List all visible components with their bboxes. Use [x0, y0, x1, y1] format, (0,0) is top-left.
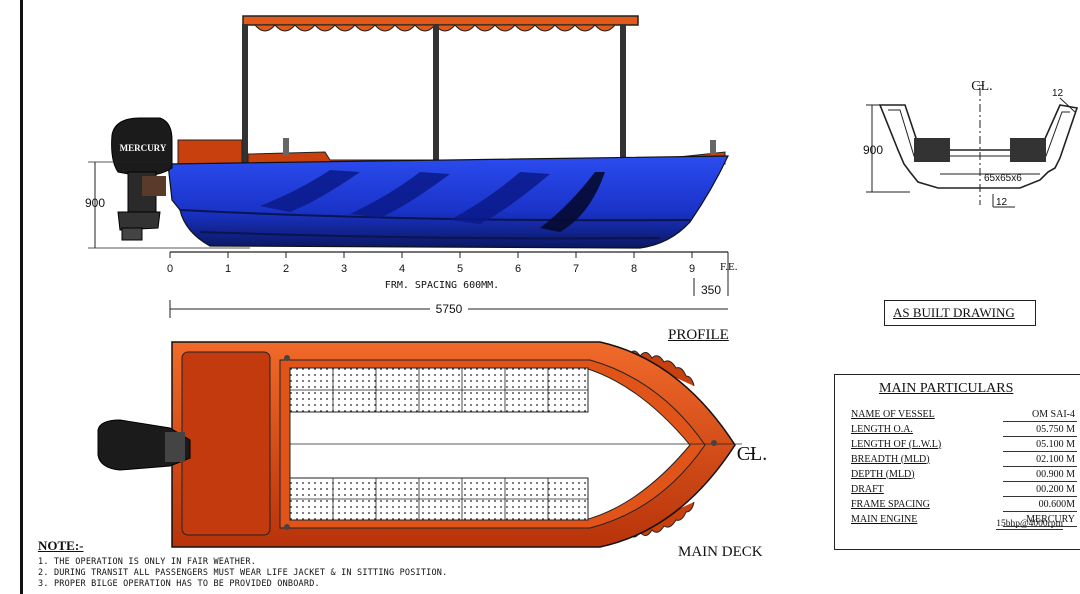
frame-number: 4 [399, 263, 405, 275]
particulars-row: FRAME SPACING 00.600M [849, 496, 1077, 512]
canopy-post-aft [242, 24, 248, 164]
section-view: 900 C̶L. 12 65x65x6 12 [863, 79, 1079, 208]
particulars-label: BREADTH (MLD) [851, 453, 930, 465]
hull-strake-1 [260, 170, 360, 212]
particulars-value: OM SAI-4 [1003, 407, 1077, 422]
canopy-post-fwd [620, 24, 626, 164]
hull-strake-2 [350, 172, 450, 218]
deck-fitting-aft-bottom [284, 524, 290, 530]
particulars-label: NAME OF VESSEL [851, 408, 935, 420]
section-seat-right [1010, 138, 1046, 162]
end-dimension: 350 [701, 283, 721, 297]
frame-number: 2 [283, 263, 289, 275]
sheet-border [20, 0, 23, 594]
main-particulars-title: MAIN PARTICULARS [879, 381, 1014, 396]
section-centerline-label: C̶L. [971, 79, 992, 94]
frame-number: 1 [225, 263, 231, 275]
particulars-value: 05.750 M [1003, 421, 1077, 437]
notes-section: NOTE:- 1. THE OPERATION IS ONLY IN FAIR … [38, 538, 448, 590]
canopy-top [242, 15, 639, 26]
particulars-row: DEPTH (MLD) 00.900 M [849, 466, 1077, 482]
frame-spacing-text: FRM. SPACING 600MM. [385, 280, 499, 291]
particulars-value: 05.100 M [1003, 436, 1077, 452]
section-seat-left [914, 138, 950, 162]
aft-console [177, 139, 243, 165]
deck-fitting-bow [711, 440, 717, 446]
particulars-label: LENGTH OF (L.W.L) [851, 438, 942, 450]
frame-number: 6 [515, 263, 521, 275]
frame-number: 8 [631, 263, 637, 275]
bow-cleat [710, 140, 716, 154]
frame-number: 3 [341, 263, 347, 275]
profile-height-dim: 900 [85, 196, 105, 210]
section-hull [878, 104, 1079, 189]
spray-rail-2 [199, 231, 661, 240]
seat-grid [290, 368, 588, 520]
note-item-2: 2. DURING TRANSIT ALL PASSENGERS MUST WE… [38, 568, 448, 578]
particulars-row: BREADTH (MLD) 02.100 M [849, 451, 1077, 467]
particulars-value: 00.900 M [1003, 466, 1077, 482]
notes-heading: NOTE:- [38, 538, 84, 553]
particulars-value: 02.100 M [1003, 451, 1077, 467]
as-built-label: AS BUILT DRAWING [893, 305, 1015, 320]
main-deck-title: MAIN DECK [678, 544, 763, 560]
particulars-label: FRAME SPACING [851, 498, 930, 510]
frame-number: 9 [689, 263, 695, 275]
frame-end-label: F.E. [720, 261, 738, 273]
as-built-box [884, 300, 1036, 326]
vent-pipe [283, 138, 289, 156]
particulars-row: MAIN ENGINE MERCURY [849, 511, 1077, 527]
engine-rating: 15bhp@4000rpm [996, 519, 1063, 530]
particulars-row: NAME OF VESSEL OM SAI-4 [849, 407, 1077, 422]
particulars-value: 00.600M [1003, 496, 1077, 512]
engine-brand-label: MERCURY [120, 143, 167, 153]
aft-well [181, 351, 271, 536]
section-height-label: 900 [863, 143, 883, 157]
particulars-row: DRAFT 00.200 M [849, 481, 1077, 497]
particulars-label: DEPTH (MLD) [851, 468, 915, 480]
frame-number: 7 [573, 263, 579, 275]
overall-dimension: 5750 [436, 302, 463, 316]
hull-strake-4 [540, 172, 605, 232]
deck-fitting-aft-top [284, 355, 290, 361]
frame-number: 5 [457, 263, 463, 275]
hull-profile [167, 155, 729, 249]
profile-title: PROFILE [668, 327, 729, 343]
canopy-post-mid [433, 24, 439, 164]
note-item-3: 3. PROPER BILGE OPERATION HAS TO BE PROV… [38, 579, 320, 589]
main-deck-view: C̶L. [97, 341, 768, 548]
section-inner [888, 109, 1070, 157]
particulars-row: LENGTH O.A. 05.750 M [849, 421, 1077, 437]
deck-centerline-label: C̶L. [737, 443, 768, 465]
section-thickness-bottom: 12 [996, 197, 1008, 208]
particulars-label: LENGTH O.A. [851, 423, 913, 435]
note-item-1: 1. THE OPERATION IS ONLY IN FAIR WEATHER… [38, 557, 257, 567]
particulars-value: 00.200 M [1003, 481, 1077, 497]
hull-strake-3 [450, 172, 550, 224]
particulars-label: DRAFT [851, 483, 884, 495]
particulars-label: MAIN ENGINE [851, 513, 918, 525]
section-angle-label: 65x65x6 [984, 173, 1022, 184]
outboard-top-view [97, 419, 191, 471]
profile-view: MERCURY 900 0 1 2 3 4 5 6 7 8 9 350 5750 FRM. SPA… [85, 15, 729, 318]
section-thickness-top: 12 [1052, 88, 1064, 99]
frame-number: 0 [167, 263, 173, 275]
outboard-motor [111, 117, 173, 241]
section-thickness-leader [1059, 97, 1076, 113]
frame-ticks: 0 1 2 3 4 5 6 7 8 9 [167, 252, 695, 275]
particulars-row: LENGTH OF (L.W.L) 05.100 M [849, 436, 1077, 452]
particulars-value: MERCURY [1003, 511, 1077, 527]
spray-rail-1 [179, 209, 691, 222]
